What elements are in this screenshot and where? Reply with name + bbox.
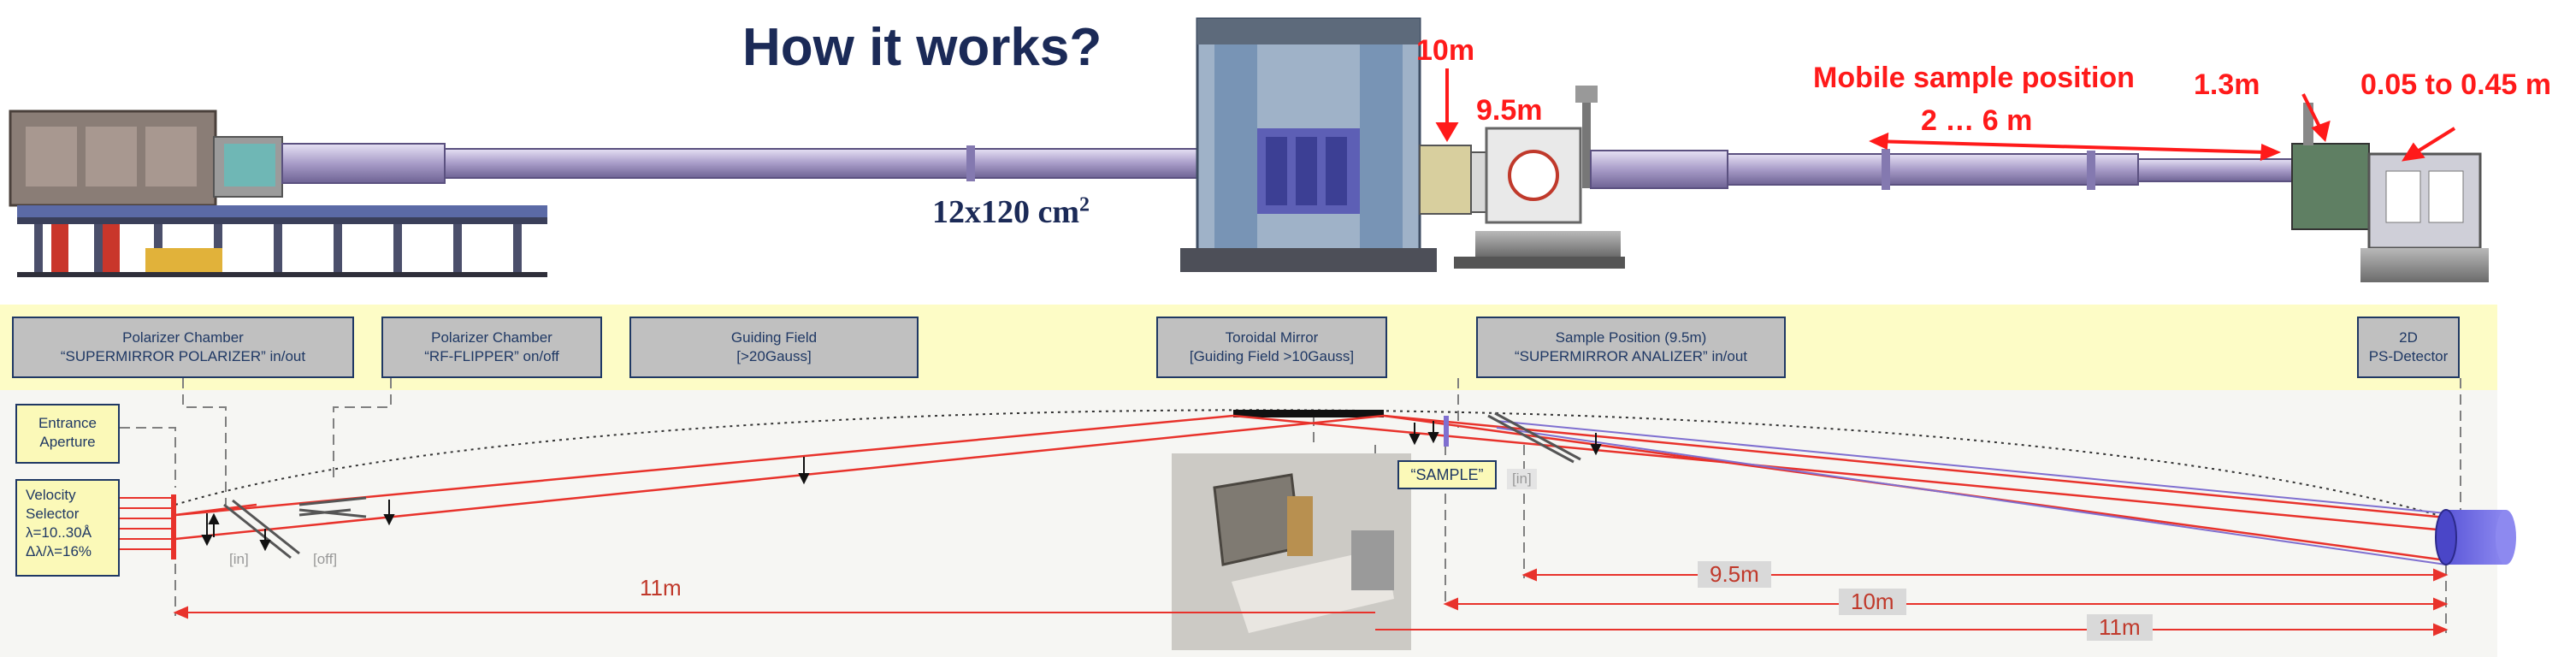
box-toroidal-mirror: Toroidal Mirror [Guiding Field >10Gauss] (1156, 317, 1387, 378)
box-line: λ=10..30Å (26, 524, 92, 541)
sample-tag: “SAMPLE” (1397, 460, 1497, 489)
box-line: PS-Detector (2368, 348, 2449, 364)
detector-housing (2291, 103, 2489, 282)
box-line: 2D (2399, 329, 2418, 346)
beam-size-value: 12x120 cm (932, 194, 1080, 230)
box-guiding-field: Guiding Field [>20Gauss] (629, 317, 919, 378)
sample-chamber (1419, 86, 1625, 269)
box-line: Velocity (26, 487, 76, 503)
slide-title: How it works? (742, 18, 1102, 77)
mobile-position-label: Mobile sample position (1813, 62, 2135, 94)
sample-element (1444, 416, 1449, 447)
polarizer-mirrors (223, 411, 1581, 559)
selector-rays (120, 497, 173, 550)
entrance-aperture-box: Entrance Aperture (15, 404, 120, 464)
distance-11m-left: 11m (640, 575, 682, 601)
box-line: Δλ/λ=16% (26, 543, 92, 559)
polarizer-chambers (9, 110, 547, 277)
beam-pipe-left (281, 143, 1198, 184)
box-line: Sample Position (9.5m) (1555, 329, 1707, 346)
flipper-off-tag: [off] (313, 551, 338, 567)
box-line: [>20Gauss] (736, 348, 812, 364)
box-line: “SUPERMIRROR POLARIZER” in/out (60, 348, 306, 364)
mobile-range-label: 2 … 6 m (1921, 104, 2033, 137)
box-line: Guiding Field (730, 329, 818, 346)
beam-cross-section-label: 12x120 cm2 (932, 193, 1090, 231)
box-polarizer-rf-flipper: Polarizer Chamber “RF-FLIPPER” on/off (381, 317, 602, 378)
beam-size-exponent: 2 (1079, 193, 1090, 216)
box-polarizer-supermirror: Polarizer Chamber “SUPERMIRROR POLARIZER… (12, 317, 354, 378)
analyzer-in-tag: [in] (1507, 469, 1537, 489)
polarizer-in-tag: [in] (229, 551, 249, 567)
distance-10m: 10m (1839, 589, 1906, 615)
toroidal-mirror-tower (1180, 17, 1437, 272)
velocity-selector-box: Velocity Selector λ=10..30Å Δλ/λ=16% (15, 479, 120, 577)
spin-arrows (201, 421, 1602, 552)
box-line: Polarizer Chamber (431, 329, 552, 346)
detector-distance-label: 1.3m (2194, 68, 2260, 101)
box-line: Entrance (38, 415, 97, 431)
toroidal-mirror-element (1233, 410, 1384, 417)
box-line: Toroidal Mirror (1225, 329, 1319, 346)
beam-pipe-right (1590, 149, 2293, 190)
detector-cylinder (2435, 509, 2516, 565)
box-line: Aperture (39, 434, 96, 450)
box-line: [Guiding Field >10Gauss] (1189, 348, 1355, 364)
detector-range-label: 0.05 to 0.45 m (2360, 68, 2552, 101)
distance-11m-right: 11m (2087, 614, 2153, 641)
box-line: “SUPERMIRROR ANALIZER” in/out (1514, 348, 1748, 364)
box-sample-position: Sample Position (9.5m) “SUPERMIRROR ANAL… (1476, 317, 1786, 378)
analyzed-beam (1496, 420, 2447, 565)
box-line: Selector (26, 506, 80, 522)
distance-lines (173, 568, 2449, 636)
box-detector: 2D PS-Detector (2357, 317, 2460, 378)
distance-9-5m: 9.5m (1698, 561, 1771, 588)
mirror-photo-inset (1172, 453, 1411, 650)
sample-distance-label: 9.5m (1476, 94, 1543, 127)
beam-envelope (174, 409, 2447, 518)
box-line: “RF-FLIPPER” on/off (424, 348, 559, 364)
entrance-aperture-slit (171, 494, 176, 559)
box-line: Polarizer Chamber (122, 329, 244, 346)
toroid-distance-label: 10m (1416, 34, 1475, 67)
photo-arrows (1435, 68, 2456, 162)
